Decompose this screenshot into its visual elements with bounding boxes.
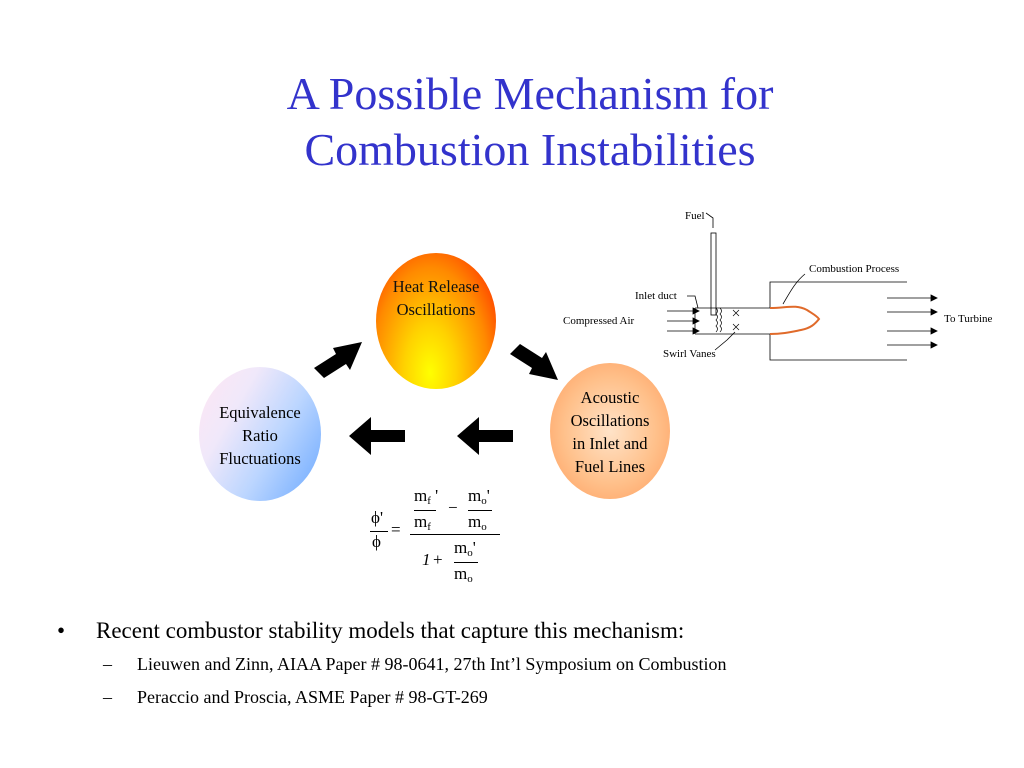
equivalence-label-1: Equivalence xyxy=(219,402,301,422)
eq-m-1: m xyxy=(414,486,428,505)
eq-mo-bar xyxy=(468,510,492,511)
equivalence-label-3: Fluctuations xyxy=(219,448,301,468)
equivalence-ratio-node: Equivalence Ratio Fluctuations xyxy=(199,367,321,501)
compressed-air-label: Compressed Air xyxy=(563,315,635,327)
arrow-left-icon-2 xyxy=(349,417,405,455)
sub-bullet-2: Peraccio and Proscia, ASME Paper # 98-GT… xyxy=(137,687,488,707)
slide-title-line-2: Combustion Instabilities xyxy=(304,124,756,175)
slide-title: A Possible Mechanism for Combustion Inst… xyxy=(130,66,930,178)
eq-phi-bottom: ϕ xyxy=(372,532,381,551)
eq-denominator-bar xyxy=(454,562,478,563)
eq-phi-top: ϕ xyxy=(371,508,380,527)
acoustic-oscillations-node: Acoustic Oscillations in Inlet and Fuel … xyxy=(550,363,670,499)
acoustic-label-2: Oscillations xyxy=(570,411,650,430)
eq-sub-o-3: o xyxy=(467,547,473,559)
combustor-top-wall xyxy=(769,281,907,308)
arrow-down-right-icon xyxy=(510,344,558,380)
eq-sub-o-4: o xyxy=(467,573,473,585)
eq-sub-f-2: f xyxy=(427,521,431,533)
eq-lhs-fraction-bar xyxy=(370,531,388,532)
eq-sub-o-2: o xyxy=(481,521,487,533)
eq-sub-f-1: f xyxy=(427,495,431,507)
inlet-flow-arrows xyxy=(667,307,700,335)
inlet-duct-leader xyxy=(687,295,699,309)
equivalence-label-2: Ratio xyxy=(242,425,278,445)
acoustic-label-3: in Inlet and xyxy=(572,434,648,453)
fuel-injector-tube xyxy=(710,232,717,316)
eq-main-fraction-bar xyxy=(410,534,500,535)
eq-m-3: m xyxy=(468,486,482,505)
combustion-process-leader xyxy=(782,273,806,305)
sub-bullet-dash-2: – xyxy=(103,687,112,707)
arrow-up-right-icon xyxy=(314,342,362,378)
sub-bullet-dash-1: – xyxy=(103,654,112,674)
bullet-dot: • xyxy=(57,618,66,643)
eq-plus: + xyxy=(433,550,443,569)
combustion-process-label: Combustion Process xyxy=(809,263,899,275)
eq-phi-prime: ' xyxy=(379,508,384,527)
outlet-flow-arrows xyxy=(887,294,938,349)
bullet-main-text: Recent combustor stability models that c… xyxy=(96,618,685,643)
eq-prime-3: ' xyxy=(472,538,476,557)
combustor-schematic: Fuel Combustion Process Inlet duct Compr… xyxy=(563,210,993,361)
heat-release-label-2: Oscillations xyxy=(396,300,476,319)
arrow-left-icon-1 xyxy=(457,417,513,455)
swirl-vanes-crosses xyxy=(732,309,740,331)
equivalence-ratio-equation: ϕ' ϕ = mf ' mf − mo' mo 1 + mo' mo xyxy=(360,478,510,593)
combustor-bottom-wall xyxy=(769,334,907,361)
swirl-vanes-leader xyxy=(714,331,736,351)
eq-m-4: m xyxy=(468,512,482,531)
swirl-vanes-2 xyxy=(719,307,722,333)
acoustic-label-4: Fuel Lines xyxy=(574,457,646,476)
sub-bullet-1: Lieuwen and Zinn, AIAA Paper # 98-0641, … xyxy=(137,654,727,674)
fuel-leader-line xyxy=(705,212,714,228)
eq-prime-1: ' xyxy=(435,486,439,505)
inlet-duct-label: Inlet duct xyxy=(635,290,677,302)
eq-minus: − xyxy=(448,498,458,517)
swirl-vanes-1 xyxy=(715,307,718,333)
heat-release-node: Heat Release Oscillations xyxy=(376,253,496,389)
eq-m-6: m xyxy=(454,564,468,583)
eq-equals: = xyxy=(391,520,401,539)
swirl-vanes-label: Swirl Vanes xyxy=(663,348,716,360)
fuel-label: Fuel xyxy=(685,210,705,222)
to-turbine-label: To Turbine xyxy=(944,313,993,325)
eq-mf-bar xyxy=(414,510,436,511)
slide-title-line-1: A Possible Mechanism for xyxy=(286,68,774,119)
eq-sub-o-1: o xyxy=(481,495,487,507)
heat-release-label-1: Heat Release xyxy=(392,277,480,296)
acoustic-label-1: Acoustic xyxy=(580,388,640,407)
eq-prime-2: ' xyxy=(486,486,490,505)
flame-shape xyxy=(769,305,821,335)
eq-m-5: m xyxy=(454,538,468,557)
eq-m-2: m xyxy=(414,512,428,531)
eq-one: 1 xyxy=(422,550,431,569)
